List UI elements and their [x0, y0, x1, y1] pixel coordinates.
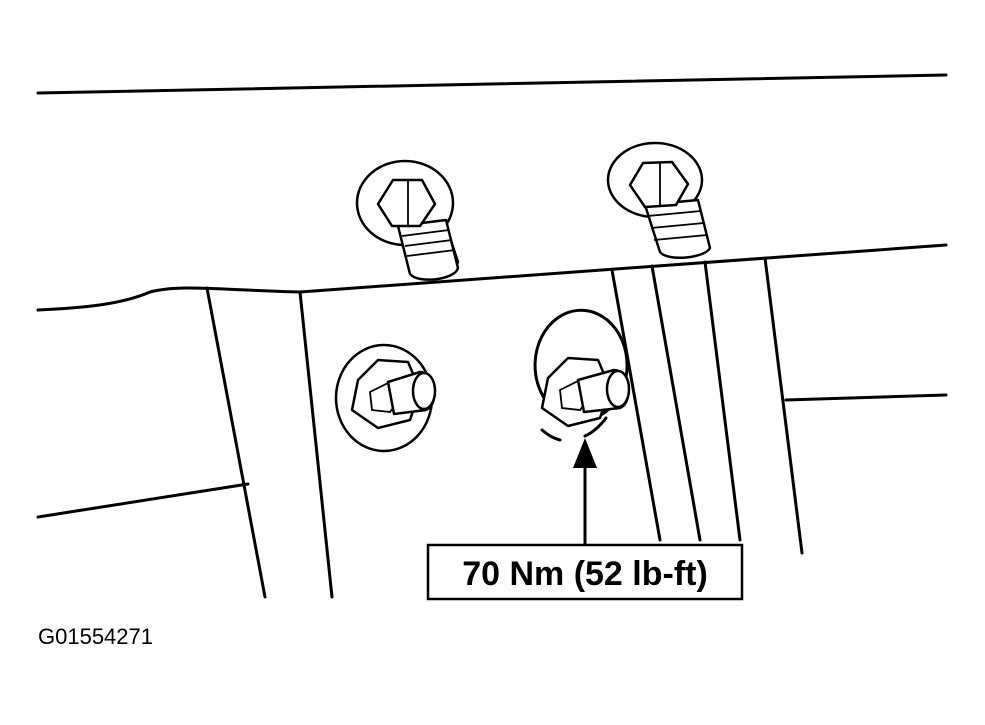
- upper-left-bolt: [355, 159, 460, 281]
- figure-code: G01554271: [38, 624, 153, 649]
- upper-right-bolt: [606, 141, 712, 260]
- callout-arrow: [573, 438, 597, 547]
- torque-callout: 70 Nm (52 lb-ft): [426, 543, 744, 601]
- mount-bracket: [205, 256, 804, 599]
- lower-right-nut: [533, 308, 631, 442]
- torque-label: 70 Nm (52 lb-ft): [462, 555, 708, 593]
- lower-left-nut: [334, 343, 437, 453]
- frame-rail: [36, 73, 948, 519]
